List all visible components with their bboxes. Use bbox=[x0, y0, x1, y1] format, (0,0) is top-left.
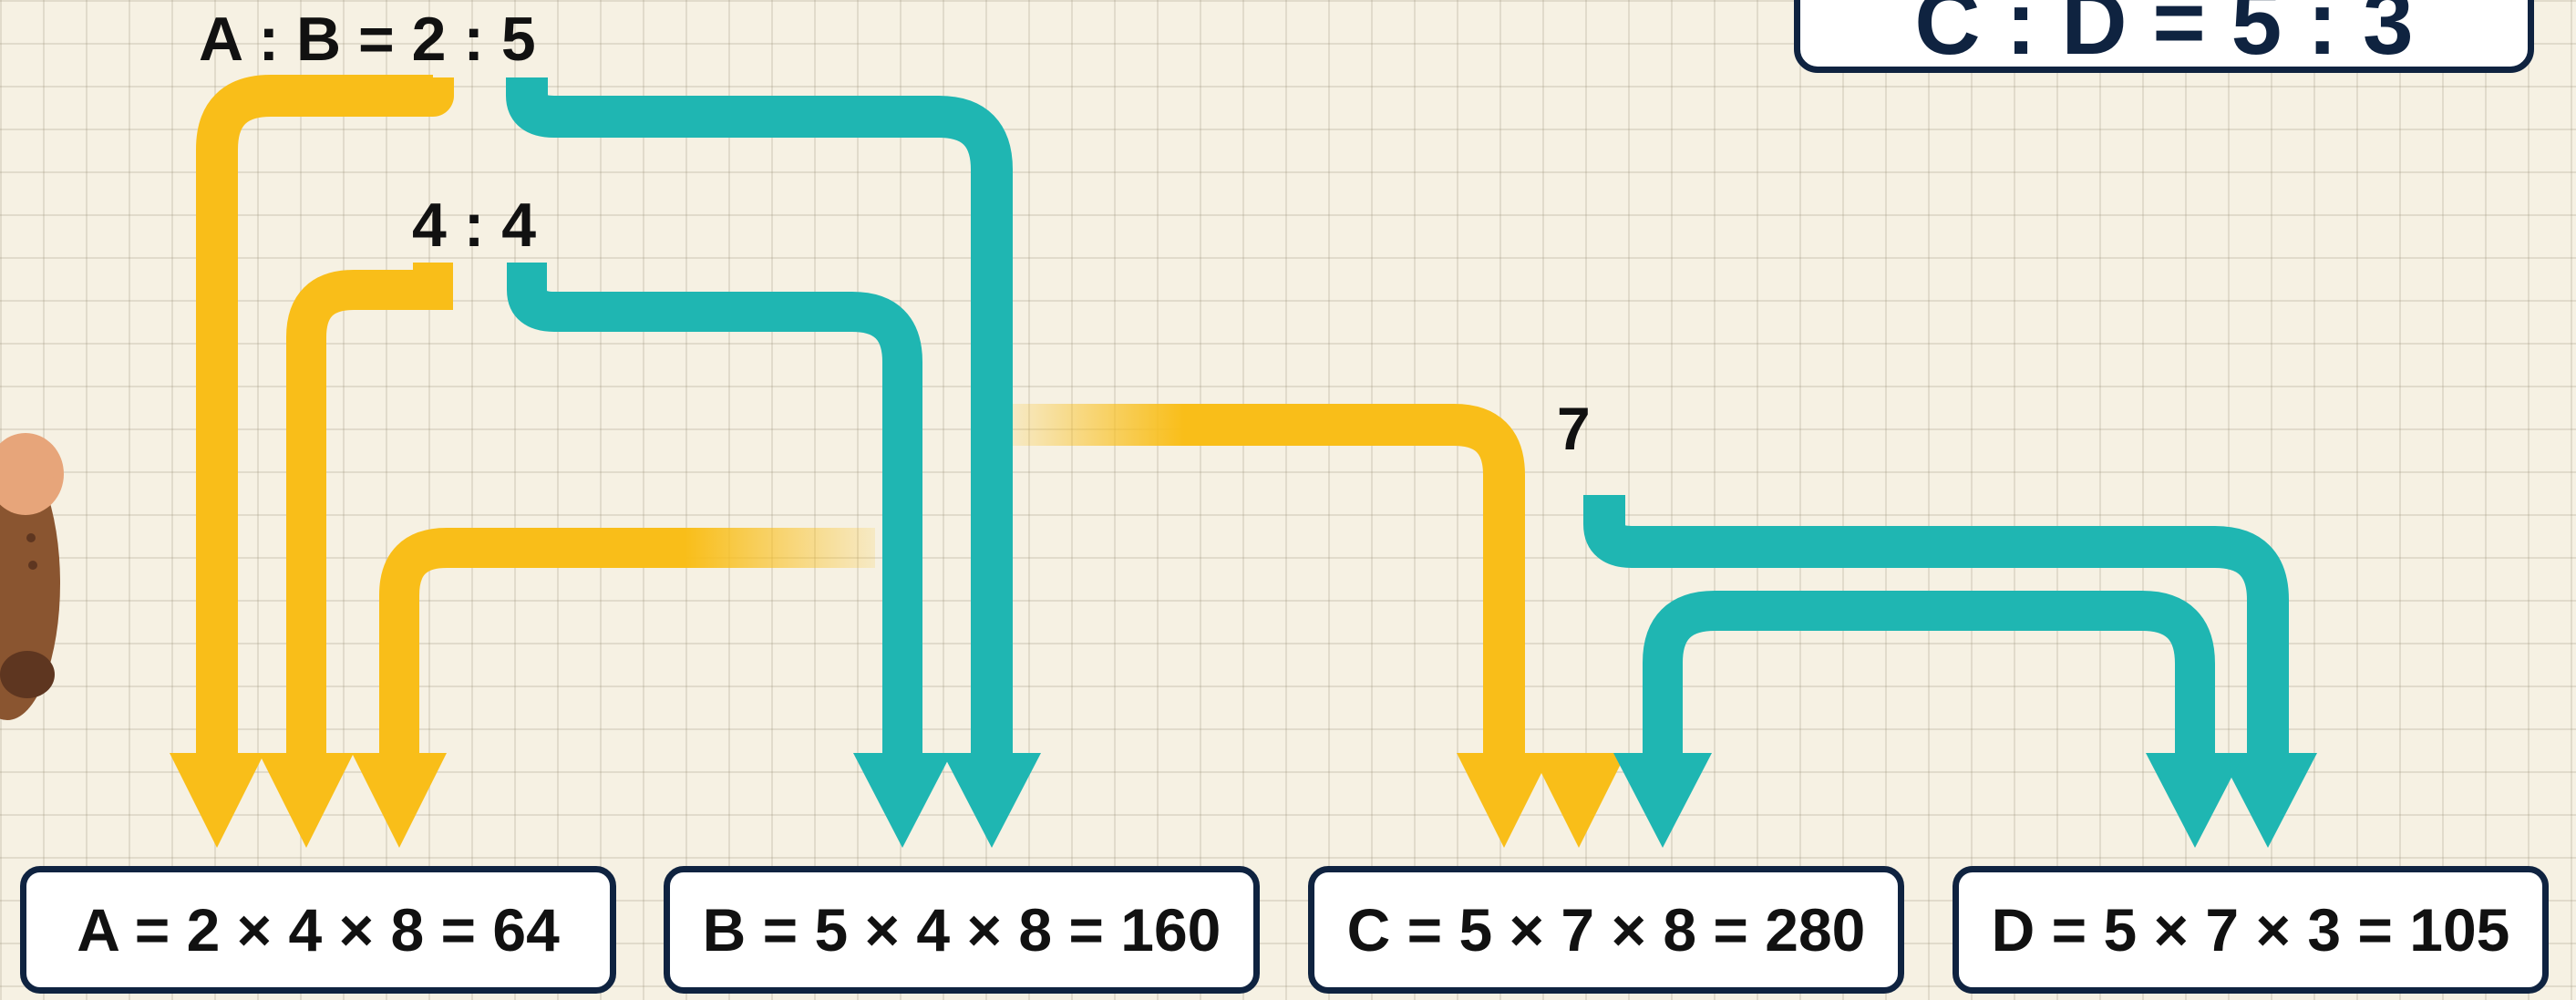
number-seven-label: 7 bbox=[1557, 395, 1591, 462]
result-box-a: A = 2 × 4 × 8 = 64 bbox=[20, 866, 616, 994]
yellow-arrow-2 bbox=[259, 263, 453, 848]
yellow-arrow-5 bbox=[1531, 594, 1626, 848]
yellow-arrow-1 bbox=[170, 75, 454, 848]
ratio-ab-label: A : B = 2 : 5 bbox=[199, 5, 536, 74]
mascot-character bbox=[0, 433, 64, 720]
yellow-arrow-4 bbox=[1012, 404, 1551, 848]
teal-arrow-2 bbox=[507, 263, 952, 848]
ratio-44-label: 4 : 4 bbox=[412, 191, 537, 260]
result-box-c: C = 5 × 7 × 8 = 280 bbox=[1308, 866, 1904, 994]
yellow-arrow-3 bbox=[352, 528, 875, 848]
ratio-cd-text: C : D = 5 : 3 bbox=[1914, 0, 2414, 73]
ratio-cd-box: C : D = 5 : 3 bbox=[1794, 0, 2534, 73]
result-box-b: B = 5 × 4 × 8 = 160 bbox=[664, 866, 1260, 994]
teal-arrow-1 bbox=[506, 77, 1041, 848]
teal-arrow-4 bbox=[1613, 591, 2244, 848]
result-box-d: D = 5 × 7 × 3 = 105 bbox=[1953, 866, 2549, 994]
teal-arrow-3 bbox=[1583, 495, 2317, 848]
